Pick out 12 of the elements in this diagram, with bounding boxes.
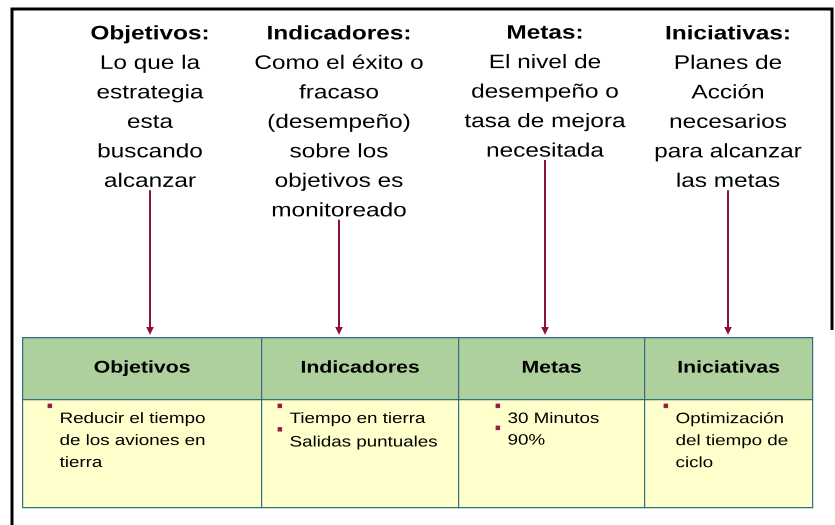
table-cell: Reducir el tiempo de los aviones en tierra: [22, 399, 262, 508]
column-description: Objetivos: Lo que la estrategia esta buscando alcanzar: [91, 25, 208, 188]
header-cell: Indicadores: [261, 337, 460, 400]
header-cell: Objetivos: [22, 337, 262, 400]
header-cell: Metas: [458, 337, 646, 400]
column-description: Iniciativas: Planes de Acción necesarios para alcanzar las metas: [656, 25, 802, 188]
table-cell: Tiempo en tierra Salidas puntuales: [261, 399, 460, 508]
column-description: Metas: El nivel de desempeño o tasa de mejora necesitada: [464, 25, 626, 157]
table-cell: Optimización del tiempo de ciclo: [644, 399, 814, 508]
table-cell: 30 Minutos 90%: [458, 399, 646, 508]
header-cell: Iniciativas: [644, 337, 814, 400]
column-description: Indicadores: Como el éxito o fracaso (desempeño) sobre los objetivos es monitoreado: [256, 25, 423, 217]
